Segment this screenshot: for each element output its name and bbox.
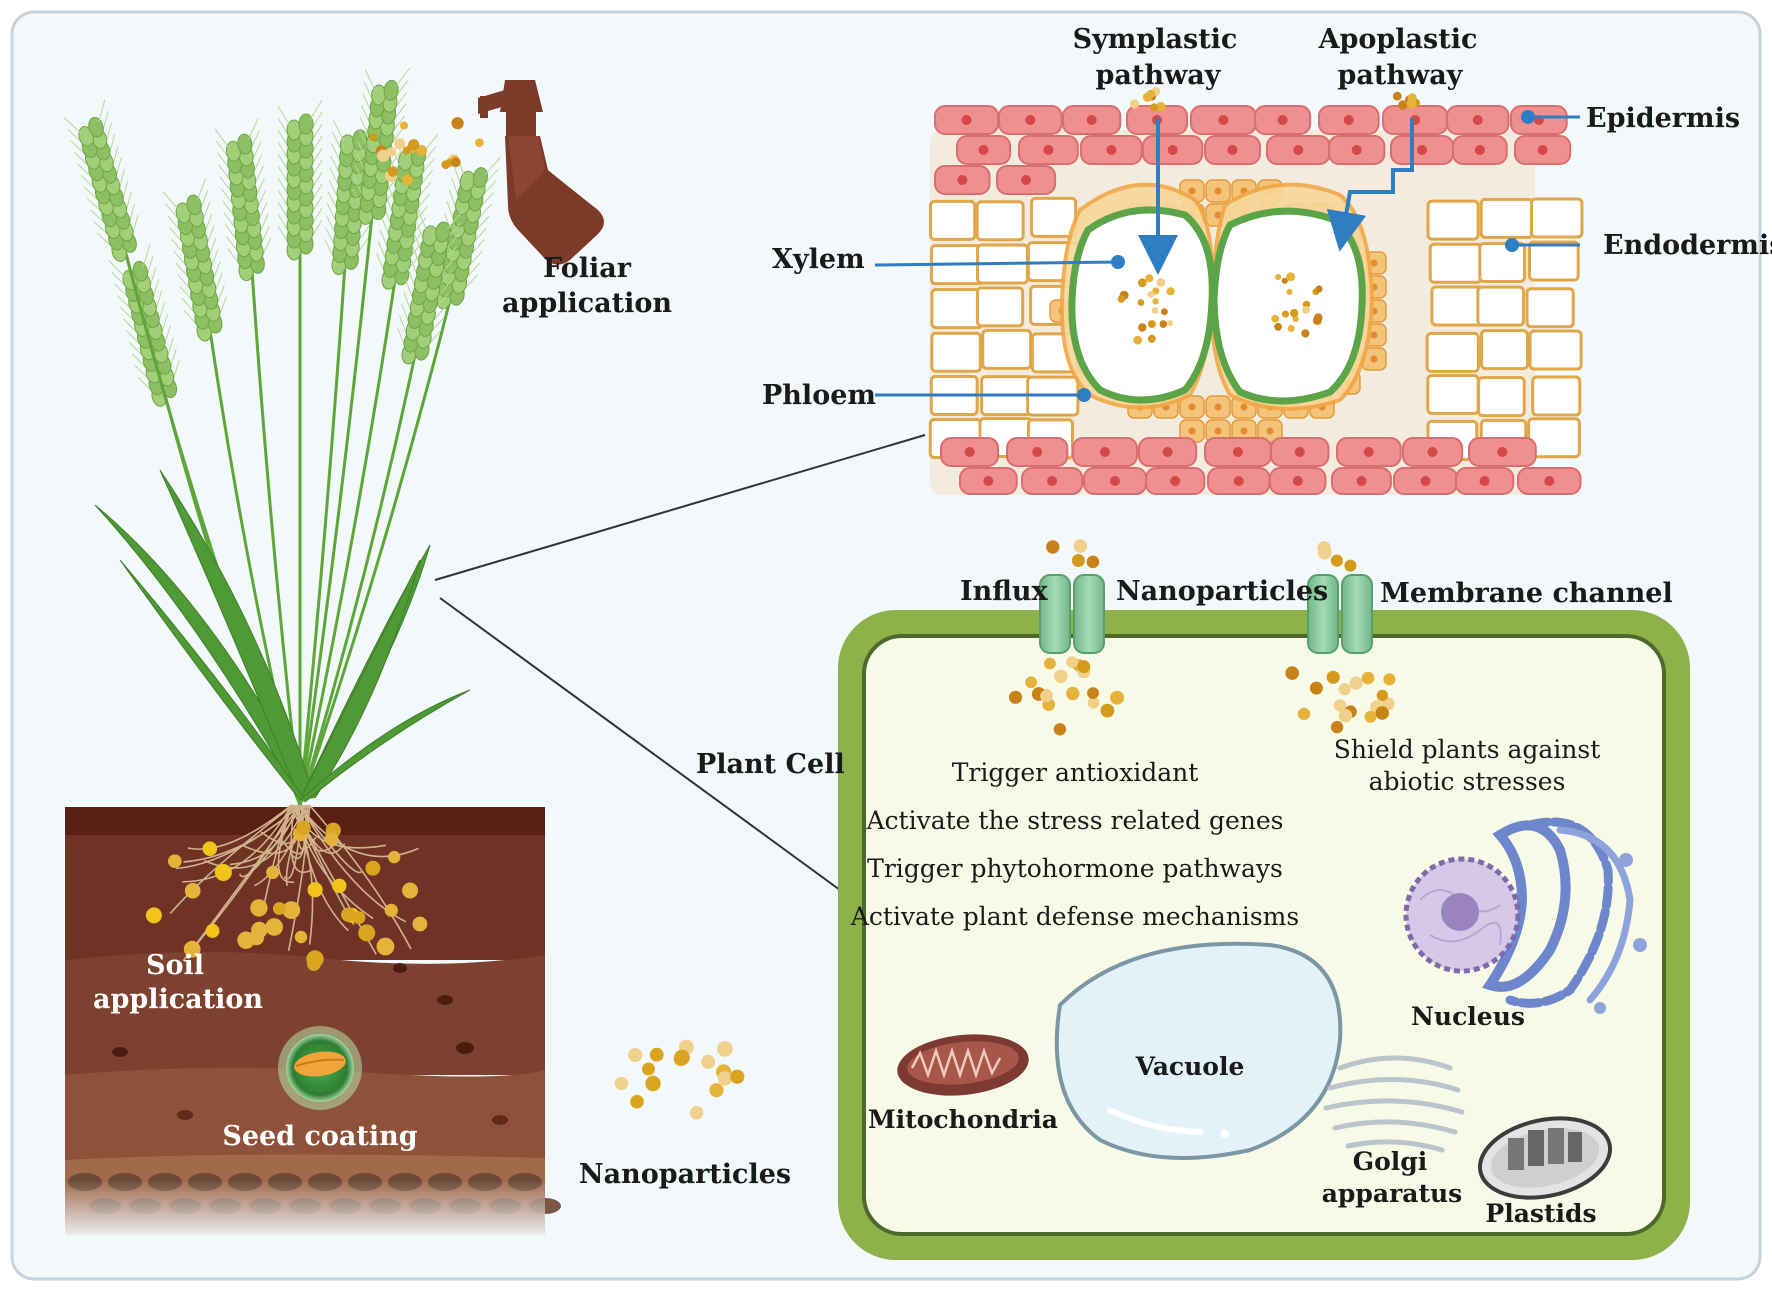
shield-text-1: Shield plants against [1334, 735, 1601, 764]
effect-3: Trigger phytohormone pathways [867, 854, 1283, 883]
effect-1: Trigger antioxidant [952, 758, 1199, 787]
label-plastids: Plastids [1485, 1199, 1596, 1228]
influx-channel [1039, 574, 1105, 654]
plant-cell [838, 539, 1690, 1260]
spray-nanoparticles [369, 117, 484, 186]
xylem-nanoparticles [1117, 87, 1420, 345]
spray-bottle-icon [478, 80, 604, 265]
cell-nanoparticles [1008, 539, 1396, 736]
label-soil-2: application [93, 984, 263, 1015]
nanoparticle-cluster [614, 1039, 745, 1120]
label-epidermis: Epidermis [1586, 103, 1740, 134]
label-golgi-1: Golgi [1353, 1147, 1428, 1176]
effect-4: Activate plant defense mechanisms [850, 902, 1299, 931]
label-foliar-2: application [502, 288, 672, 319]
root-cross-section [874, 87, 1584, 495]
xylem-pointer [874, 260, 1119, 267]
labels: Foliar application Soil application Seed… [93, 24, 1772, 1228]
membrane-channel [1307, 574, 1373, 654]
label-symplastic-2: pathway [1096, 60, 1222, 91]
xylem-vessel-right [1210, 207, 1366, 405]
label-xylem: Xylem [772, 244, 865, 275]
label-endodermis: Endodermis [1603, 230, 1772, 261]
label-vacuole: Vacuole [1135, 1052, 1245, 1081]
vacuole-organelle [1054, 941, 1343, 1160]
label-phloem: Phloem [762, 380, 876, 411]
plastid-organelle [1477, 1116, 1613, 1200]
epidermis-cells [934, 105, 1582, 495]
shield-text-2: abiotic stresses [1369, 767, 1566, 796]
label-symplastic-1: Symplastic [1073, 24, 1238, 55]
label-nanoparticles-top: Nanoparticles [1116, 576, 1328, 607]
soil-nanoparticles [145, 820, 428, 971]
label-membrane-channel: Membrane channel [1380, 578, 1673, 609]
mitochondria-organelle [897, 1034, 1029, 1096]
label-mitochondria: Mitochondria [868, 1105, 1058, 1134]
zoom-line-root-section [434, 434, 926, 581]
label-apoplastic-1: Apoplastic [1318, 24, 1478, 55]
label-nucleus: Nucleus [1411, 1002, 1525, 1031]
label-nanoparticles-bottom: Nanoparticles [579, 1159, 791, 1190]
label-soil-1: Soil [146, 950, 204, 981]
label-plant-cell: Plant Cell [696, 749, 845, 780]
golgi-organelle [1323, 1055, 1465, 1153]
effect-2: Activate the stress related genes [866, 806, 1284, 835]
wheat-plant [63, 67, 502, 806]
label-influx: Influx [960, 576, 1049, 607]
label-seed-coating: Seed coating [222, 1121, 417, 1152]
label-apoplastic-2: pathway [1338, 60, 1464, 91]
apoplastic-arrow [1326, 118, 1414, 252]
seed-coating-icon [278, 1026, 362, 1110]
nucleus-organelle [1403, 817, 1647, 1014]
label-foliar-1: Foliar [543, 253, 632, 284]
label-golgi-2: apparatus [1322, 1179, 1463, 1208]
zoom-line-plant-cell [439, 597, 841, 891]
